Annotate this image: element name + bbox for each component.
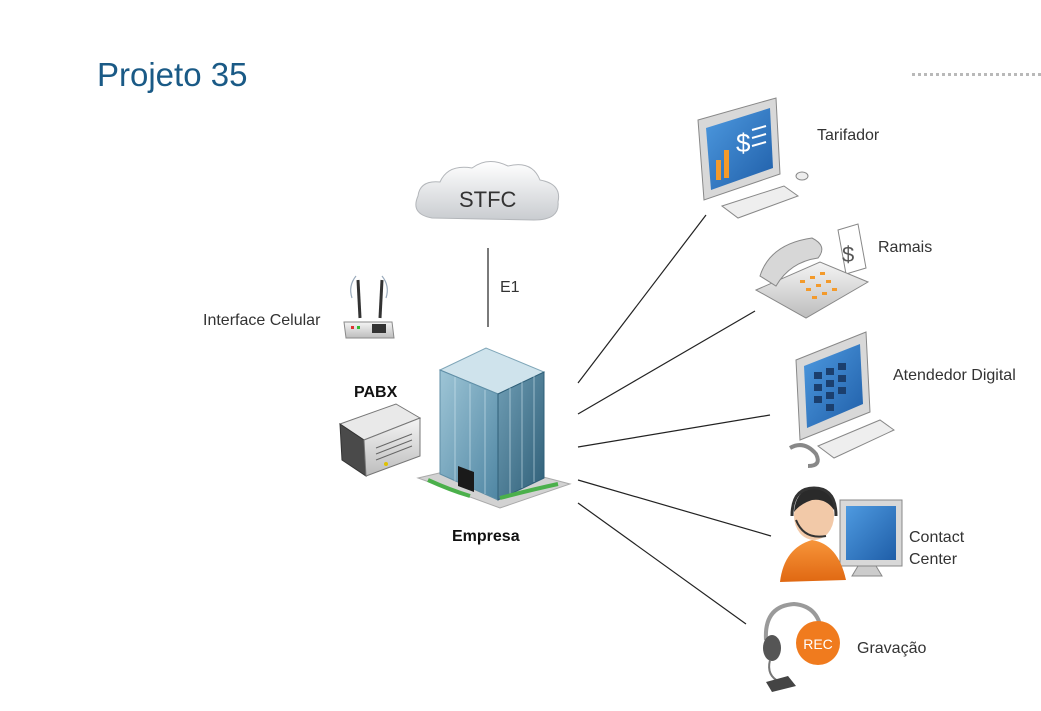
contact-center-line-2: Center [909,551,958,568]
svg-text:$: $ [842,242,854,267]
link-atendedor [577,414,771,448]
ivr-monitor-icon [789,331,895,468]
billing-monitor-icon: $ [697,97,809,219]
interface-celular-label: Interface Celular [203,312,321,329]
cloud-icon [415,161,560,221]
server-icon [338,403,422,477]
gravacao-label: Gravação [857,640,927,657]
link-contact-center [577,479,772,537]
building-icon [416,347,572,509]
empresa-label: Empresa [452,528,520,545]
wireless-router-icon [343,275,395,339]
recording-headset-icon [763,601,840,692]
link-gravacao [577,502,747,625]
desk-phone-icon: $ [754,223,870,319]
dotted-divider [912,73,1041,76]
contact-center-label: Contact Center [909,527,964,571]
atendedor-digital-label: Atendedor Digital [893,367,1016,384]
agent-headset-icon [780,486,903,582]
ramais-label: Ramais [878,239,933,256]
page-title: Projeto 35 [97,56,248,93]
pabx-label: PABX [354,384,398,401]
svg-text:$: $ [736,128,751,158]
rec-badge: REC [803,636,833,652]
tarifador-label: Tarifador [817,127,880,144]
e1-link-label: E1 [500,279,520,296]
link-tarifador [577,214,707,384]
cloud-label: STFC [459,187,517,212]
link-ramais [577,310,756,415]
connections [487,214,772,625]
contact-center-line-1: Contact [909,529,965,546]
